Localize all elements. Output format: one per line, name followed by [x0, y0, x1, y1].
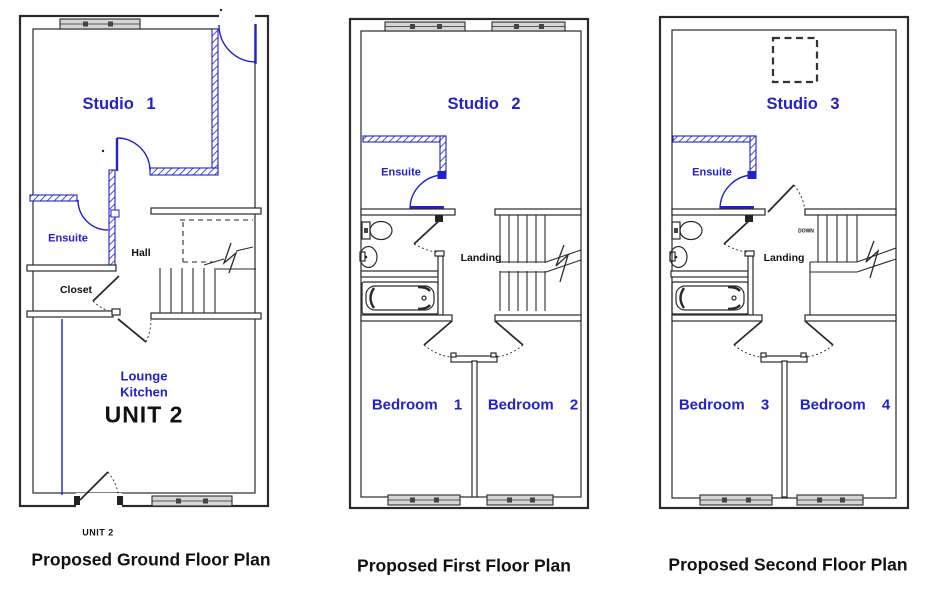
room-label-landing-second: Landing [763, 251, 805, 264]
new-wall [149, 167, 219, 176]
staircase [159, 242, 256, 313]
entrance-door-swing [218, 24, 257, 63]
second-floor-title: Proposed Second Floor Plan [668, 554, 908, 575]
ensuite-door-swing [409, 174, 445, 210]
new-wall [439, 135, 447, 175]
staircase [809, 215, 897, 315]
break-line [555, 244, 570, 283]
room-label-studio-3: Studio 3 [766, 94, 840, 113]
toilet [679, 220, 703, 241]
room-label-bedroom-4: Bedroom 4 [799, 396, 891, 414]
staircase [499, 215, 582, 311]
second-floor-plan [658, 15, 910, 510]
new-wall [108, 169, 116, 267]
room-label-bedroom-3: Bedroom 3 [678, 396, 770, 414]
bedroom-door-leaf [804, 320, 834, 346]
new-wall [672, 135, 757, 143]
room-label-studio-2: Studio 2 [447, 94, 521, 113]
room-label-bedroom-2: Bedroom 2 [487, 396, 579, 414]
room-label-hall: Hall [131, 246, 151, 259]
closet-door-leaf [92, 275, 120, 302]
room-label-studio-1: Studio 1 [82, 94, 156, 113]
bathroom-fixtures [359, 220, 439, 315]
studio-door-leaf [767, 184, 795, 213]
new-wall [362, 135, 447, 143]
bedroom-door-leaf [733, 320, 763, 346]
toilet [369, 220, 393, 241]
new-wall [749, 135, 757, 175]
unit-caption: UNIT 2 [82, 527, 114, 538]
room-label-ensuite-ground: Ensuite [48, 232, 88, 245]
stairs-down-label: DOWN [798, 228, 814, 235]
ensuite-door-swing [719, 174, 755, 210]
break-line [865, 240, 880, 279]
room-label-lounge: Lounge [120, 368, 168, 384]
room-label-ensuite-first: Ensuite [381, 166, 421, 179]
room-label-ensuite-second: Ensuite [692, 166, 732, 179]
new-wall [29, 194, 78, 202]
first-floor-plan [348, 17, 590, 510]
studio-door-swing [116, 137, 151, 172]
first-floor-title: Proposed First Floor Plan [357, 555, 571, 576]
unit-label: UNIT 2 [104, 401, 184, 428]
bedroom-door-leaf [423, 320, 453, 346]
bedroom-door-leaf [494, 320, 524, 346]
new-wall [211, 28, 219, 174]
bathroom-fixtures [669, 220, 749, 315]
room-label-closet: Closet [59, 283, 93, 296]
ensuite-door-swing [77, 199, 109, 231]
room-label-landing-first: Landing [460, 251, 502, 264]
lounge-door-leaf [117, 318, 147, 343]
room-label-kitchen: Kitchen [120, 384, 168, 400]
ground-floor-plan [18, 8, 270, 508]
basin [359, 245, 378, 269]
basin [669, 245, 688, 269]
ground-floor-title: Proposed Ground Floor Plan [31, 549, 271, 570]
room-label-bedroom-1: Bedroom 1 [371, 396, 463, 414]
bathroom-door-leaf [723, 218, 752, 245]
break-line [222, 242, 238, 274]
bathroom-door-leaf [413, 218, 442, 245]
bath [361, 281, 439, 315]
rooflight [771, 36, 819, 84]
garden-door-leaf [79, 471, 109, 501]
